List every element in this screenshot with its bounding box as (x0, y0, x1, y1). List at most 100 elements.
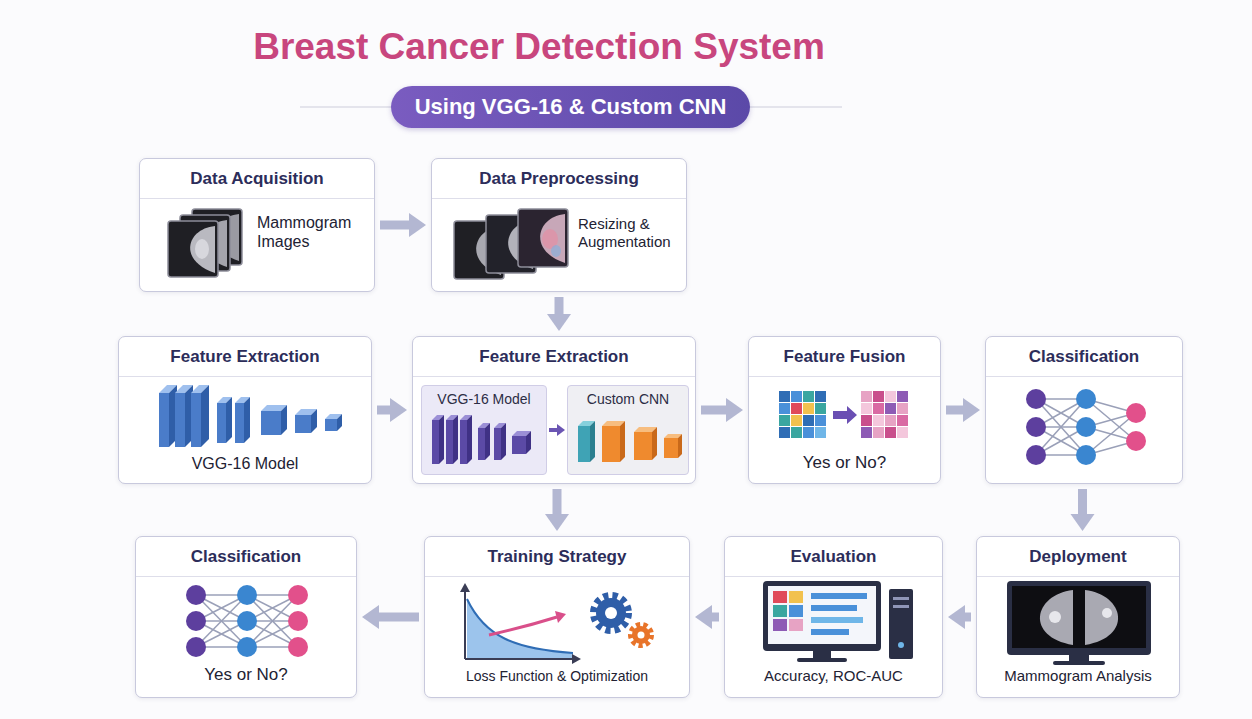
neural-net-part-part (1036, 427, 1086, 455)
mammogram-icon-part (192, 209, 242, 265)
loss-chart-part (465, 658, 575, 660)
fusion-grids-part (885, 403, 896, 414)
neural-net-part-part (196, 595, 247, 647)
neural-net-part-part (247, 646, 298, 648)
vgg-blocks-part-part (191, 385, 209, 393)
flow-arrow (362, 605, 419, 629)
vgg-blocks-part-part (281, 405, 287, 435)
process-box: Data PreprocessingResizing & Augmentatio… (431, 158, 687, 292)
vgg-layers-part (494, 428, 501, 460)
vgg-blocks-part-part (235, 403, 244, 443)
loss-chart-part (555, 611, 566, 623)
neural-net-part (288, 611, 308, 631)
arrow-head (362, 605, 379, 629)
fusion-grids-part (803, 427, 814, 438)
vgg-layers-part (446, 415, 458, 420)
preprocessing-icon-part (508, 220, 533, 269)
diagram-title: Breast Cancer Detection System (139, 26, 939, 68)
neural-net-part-part (196, 621, 247, 647)
neural-net-part-part (196, 595, 247, 647)
vgg-layers-part (512, 436, 526, 454)
arrow-head (547, 314, 571, 331)
vgg-blocks-part-part (169, 385, 177, 447)
evaluation-monitor-part (789, 619, 803, 631)
arrow-head (390, 398, 407, 422)
fusion-grids-part (779, 403, 790, 414)
neural-net-part (237, 585, 257, 605)
neural-net-part-part (1036, 399, 1086, 455)
preprocessing-icon-part (486, 215, 536, 273)
preprocessing-icon-part (551, 245, 561, 257)
fusion-grids-part (779, 415, 790, 426)
neural-net-part (1076, 445, 1096, 465)
vgg-blocks-part-part (159, 393, 169, 447)
process-box: ClassificationYes or No? (135, 536, 357, 698)
mammogram-icon-part (202, 220, 227, 267)
vgg-layers-part (432, 415, 444, 420)
evaluation-monitor-part (768, 586, 876, 644)
evaluation-monitor-part (811, 617, 863, 623)
process-box: Classification (985, 336, 1183, 484)
arrow-head (545, 514, 569, 531)
neural-net-part (288, 585, 308, 605)
evaluation-monitor-part (893, 605, 909, 608)
neural-net-part (1036, 399, 1136, 455)
vgg-layers-part (432, 420, 439, 464)
arrow-head (409, 213, 426, 237)
cnn-layers-part (652, 427, 657, 460)
box-heading: Evaluation (725, 537, 942, 577)
loss-chart-part (596, 598, 626, 628)
box-text: Resizing & Augmentation (578, 215, 684, 251)
fusion-grids-part (791, 427, 802, 438)
flow-arrow (701, 398, 743, 422)
model-panel: VGG-16 Model (421, 385, 547, 475)
preprocessing-icon-part (542, 229, 558, 249)
fusion-grids-part (803, 391, 814, 402)
loss-chart-part (489, 617, 557, 635)
cnn-layers-part (602, 421, 625, 426)
vgg-blocks-part-part (159, 385, 177, 393)
vgg-blocks-part (159, 385, 342, 447)
arrow-shaft (377, 406, 391, 415)
deployment-monitor-part (1069, 655, 1089, 661)
arrow-shaft (946, 406, 964, 415)
neural-net-part-part (196, 595, 247, 621)
box-heading: Feature Extraction (413, 337, 695, 377)
loss-chart-part (638, 632, 645, 639)
vgg-blocks-part-part (295, 415, 311, 433)
vgg-layers-part (460, 420, 467, 464)
loss-chart-part (467, 599, 573, 658)
fusion-grids-part (885, 427, 896, 438)
fusion-grids-part (779, 427, 790, 438)
vgg-blocks-part-part (235, 397, 250, 403)
fusion-grids-part (815, 403, 826, 414)
neural-net-part-part (1086, 413, 1136, 455)
arrow-shaft (378, 613, 419, 622)
loss-chart-part (572, 654, 581, 664)
evaluation-monitor-part (889, 589, 913, 659)
deployment-monitor-part (1053, 661, 1105, 665)
fusion-grids-part (791, 391, 802, 402)
subtitle-text: Using VGG-16 & Custom CNN (415, 94, 727, 120)
flow-arrow (377, 398, 407, 422)
loss-chart-part (632, 626, 650, 644)
vgg-layers-part (460, 415, 472, 420)
vgg-layers-part (446, 420, 453, 464)
box-text: Yes or No? (753, 453, 936, 473)
evaluation-monitor-part (789, 605, 803, 617)
cnn-layers-part (678, 434, 682, 458)
neural-net-part-part (1036, 399, 1086, 455)
panel-label: Custom CNN (568, 386, 688, 407)
loss-chart-part (464, 589, 466, 659)
box-heading: Feature Fusion (749, 337, 940, 377)
loss-chart-part (631, 625, 651, 645)
vgg-blocks-part-part (337, 414, 342, 431)
evaluation-monitor-part (773, 619, 787, 631)
neural-net-part-part (1036, 399, 1086, 427)
evaluation-monitor-part (763, 581, 881, 651)
deployment-monitor-part (1007, 581, 1151, 655)
neural-net-part-part (1086, 441, 1136, 455)
neural-net-part-part (1036, 399, 1086, 427)
evaluation-monitor-part (811, 593, 867, 599)
